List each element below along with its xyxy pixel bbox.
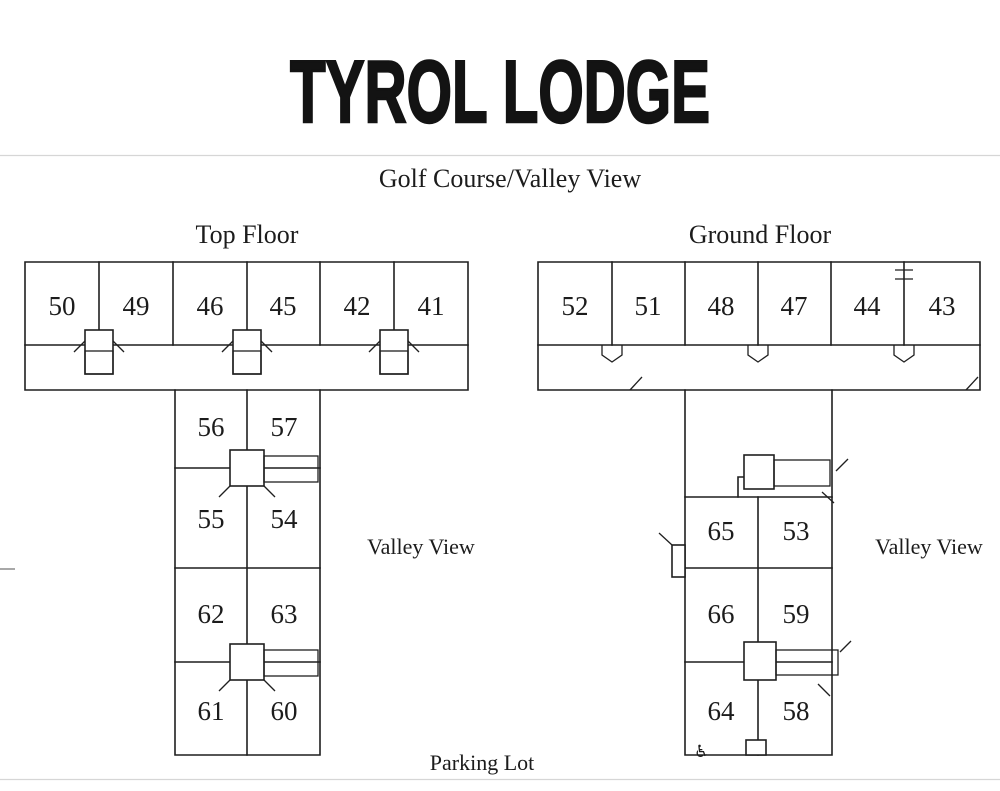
stairwell-lower [743, 640, 852, 697]
room-number: 51 [635, 291, 662, 321]
entry-steps [84, 350, 114, 375]
accessible-icon: ♿ [694, 742, 709, 762]
stairwell-lower [218, 643, 319, 692]
stair-landing [743, 454, 775, 490]
door-notch [601, 345, 623, 363]
room-number: 47 [781, 291, 808, 321]
stair-run [773, 459, 831, 487]
stair-landing [229, 449, 265, 487]
door-notch [893, 345, 915, 363]
room-number: 58 [783, 696, 810, 726]
room-number: 52 [562, 291, 589, 321]
door-swing [112, 340, 125, 353]
top-floor-plan: Top Floor [24, 220, 475, 756]
room-number: 46 [197, 291, 224, 321]
door-swing [263, 679, 276, 692]
entry-stair-unit [73, 329, 125, 375]
door-swing [73, 340, 86, 353]
room-number: 60 [271, 696, 298, 726]
entry-stair-unit [221, 329, 273, 375]
door-swing [221, 340, 234, 353]
page-rules [0, 154, 1000, 781]
golf-course-valley-view-label: Golf Course/Valley View [379, 164, 641, 193]
entry-steps [379, 350, 409, 375]
door-swing [821, 491, 835, 504]
stairwell-upper [743, 454, 849, 504]
stair-landing [743, 641, 777, 681]
room-number: 55 [198, 504, 225, 534]
room-number: 50 [49, 291, 76, 321]
ground-floor-walls [537, 261, 981, 756]
parking-lot-label: Parking Lot [430, 750, 535, 775]
door-notch [747, 345, 769, 363]
room-number: 48 [708, 291, 735, 321]
room-number: 44 [854, 291, 882, 321]
room-number: 54 [271, 504, 299, 534]
entry-stair-unit [368, 329, 420, 375]
room-number: 62 [198, 599, 225, 629]
door-swing [218, 485, 231, 498]
top-floor-label: Top Floor [196, 220, 299, 249]
door-swing [218, 679, 231, 692]
room-number: 57 [271, 412, 298, 442]
room-number: 41 [418, 291, 445, 321]
room-number: 56 [198, 412, 225, 442]
entry-landing [379, 329, 409, 375]
stair-landing [229, 643, 265, 681]
room-number: 49 [123, 291, 150, 321]
room-number: 45 [270, 291, 297, 321]
room-number: 61 [198, 696, 225, 726]
door-swing [965, 376, 979, 391]
room-number: 43 [929, 291, 956, 321]
entry-landing [232, 329, 262, 375]
stair-run [263, 455, 319, 483]
door-swing [658, 532, 673, 546]
ground-row-outline [537, 261, 981, 391]
room-number: 65 [708, 516, 735, 546]
entry-landing [84, 329, 114, 375]
ground-floor-label: Ground Floor [689, 220, 832, 249]
door-leaf [671, 544, 686, 578]
room-number: 42 [344, 291, 371, 321]
bottom-vestibule [745, 739, 767, 756]
ground-floor-plan: Ground Floor [537, 220, 983, 762]
door-swing [368, 340, 381, 353]
door-swing [839, 640, 852, 653]
door-swing [629, 376, 643, 391]
entry-steps [232, 350, 262, 375]
door-swing [407, 340, 420, 353]
room-number: 64 [708, 696, 736, 726]
room-number: 66 [708, 599, 735, 629]
room-number: 53 [783, 516, 810, 546]
lodge-title: TYROL LODGE [290, 42, 710, 141]
door-swing [835, 458, 849, 472]
valley-view-left-label: Valley View [367, 534, 475, 559]
stair-run [775, 649, 839, 676]
door-swing [260, 340, 273, 353]
room-number: 63 [271, 599, 298, 629]
stair-run [263, 649, 319, 677]
valley-view-right-label: Valley View [875, 534, 983, 559]
stairwell-upper [218, 449, 319, 498]
room-number: 59 [783, 599, 810, 629]
door-swing [263, 485, 276, 498]
side-exit-door [658, 532, 686, 578]
entry-door [601, 345, 915, 363]
door-swing [817, 683, 831, 697]
